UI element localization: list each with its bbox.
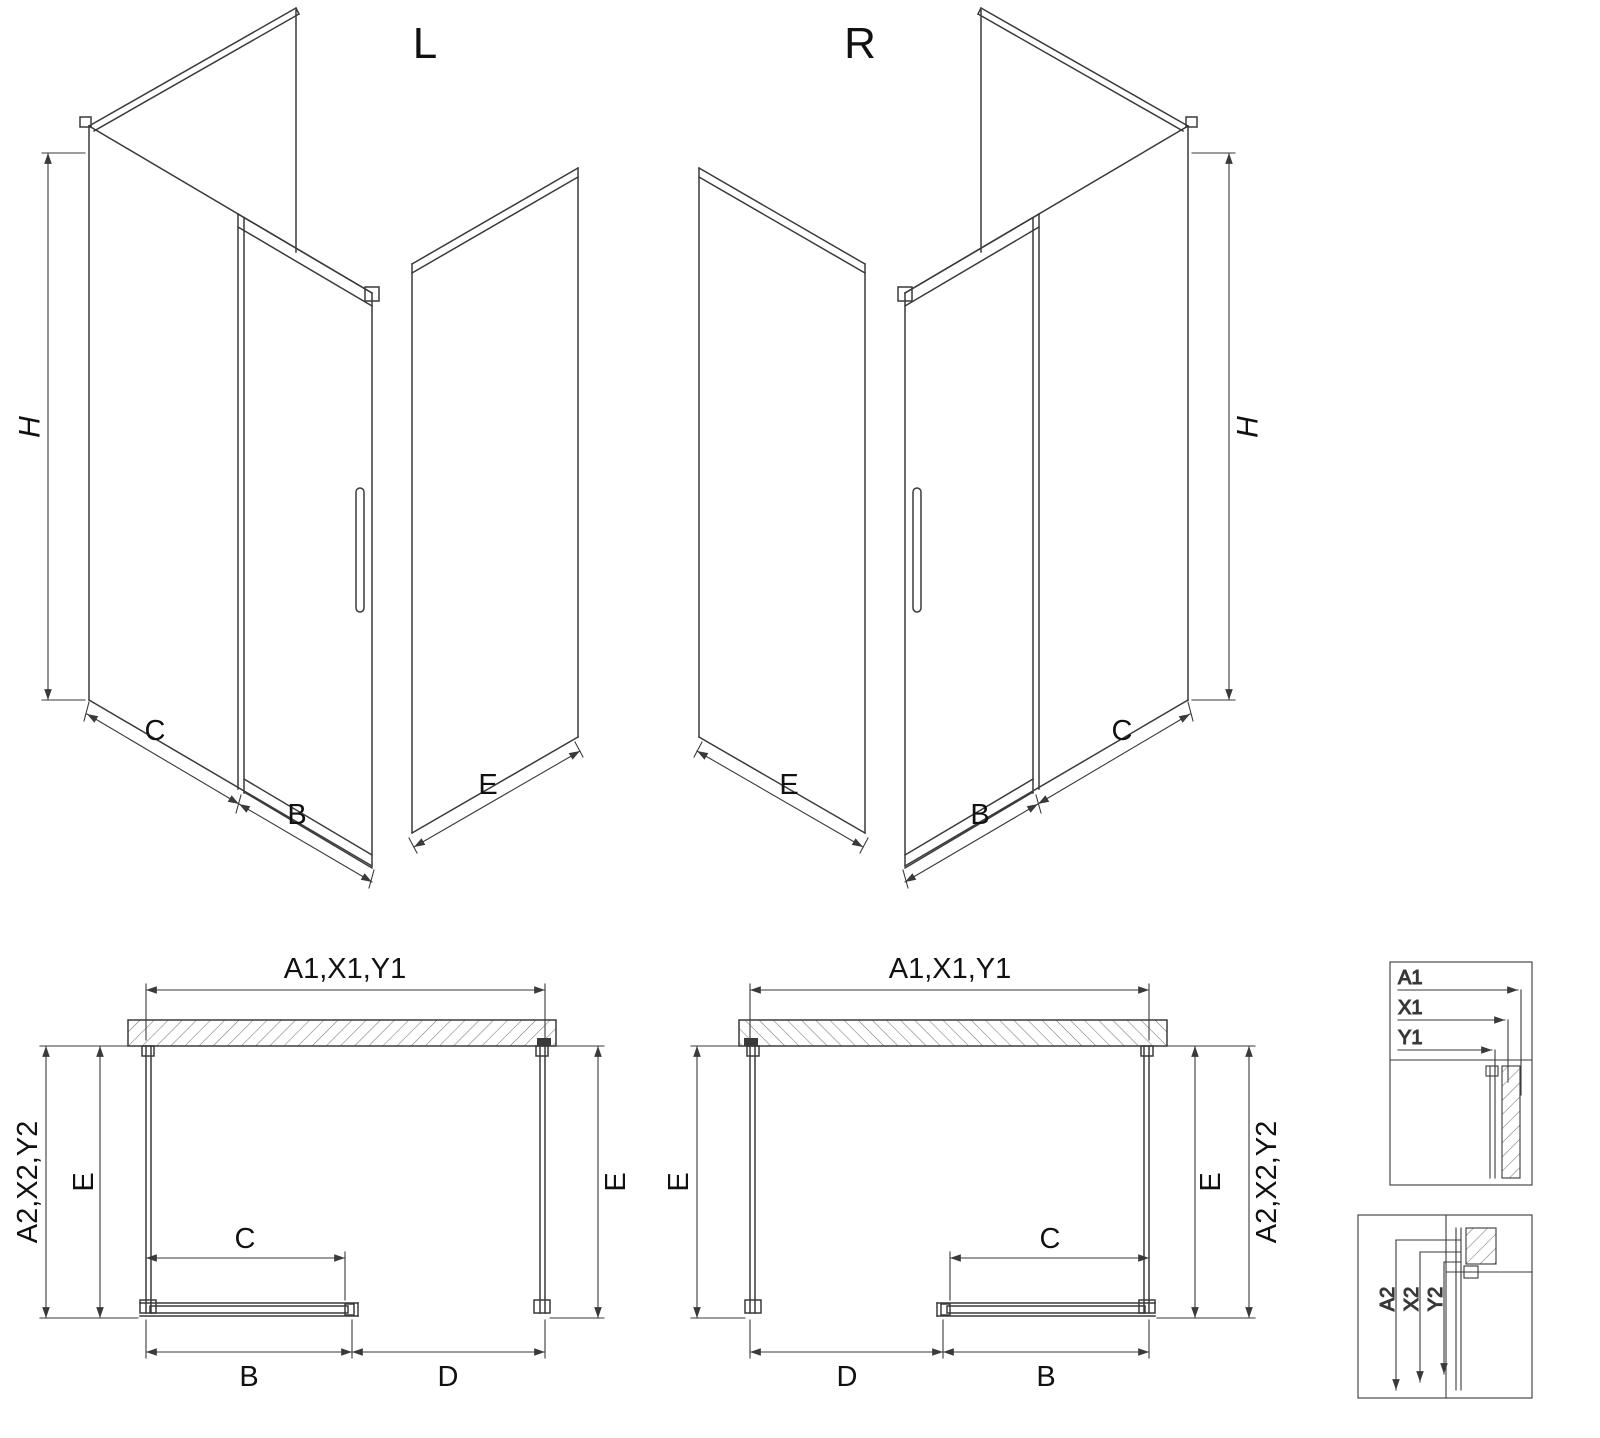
plan-left-dim-c: C [235,1223,256,1255]
view-title-right: R [844,19,876,68]
plan-dimension-lines [39,983,605,1359]
plan-view-left-labels: A1,X1,Y1 A2,X2,Y2 E E C B D [12,953,632,1393]
wall-hatch [127,1019,557,1047]
plan-left-dim-e-left: E [68,1172,100,1191]
detail-view-top: A1 X1 Y1 [1389,961,1533,1186]
dim-label-e-left: E [478,769,497,801]
dim-label-h-right: H [1232,416,1265,438]
dim-label-c-left: C [145,715,166,747]
detail-bottom-wall-hatch [1465,1227,1497,1265]
plan-left-dim-top: A1,X1,Y1 [284,953,407,985]
dim-label-c-right: C [1112,715,1133,747]
plan-left-dim-b: B [239,1361,258,1393]
view-title-left: L [413,19,437,68]
iso-dimension-lines [41,152,584,889]
plan-right-dim-c: C [1040,1223,1061,1255]
dim-label-h-left: H [14,416,47,438]
plan-right-dim-e-right: E [1195,1172,1227,1191]
plan-view-right-lines [691,984,1255,1358]
door-handle [355,487,365,613]
plan-right-dim-e-left: E [663,1172,695,1191]
iso-view-right-lines [694,8,1235,888]
dim-label-b-left: B [287,799,306,831]
detail-dim-x1: X1 [1398,997,1422,1019]
plan-right-dim-d: D [837,1361,858,1393]
plan-right-dim-side: A2,X2,Y2 [1251,1121,1283,1244]
plan-left-dim-e-right: E [600,1172,632,1191]
plan-right-dim-b: B [1036,1361,1055,1393]
detail-dim-a1: A1 [1398,967,1422,989]
plan-view-left-lines [39,983,605,1359]
detail-dim-y1: Y1 [1398,1027,1422,1049]
detail-dim-x2: X2 [1401,1287,1423,1311]
plan-left-dim-d: D [438,1361,459,1393]
iso-view-left-labels: L H C B E [14,19,498,831]
plan-right-dim-top: A1,X1,Y1 [889,953,1012,985]
plan-left-dim-side: A2,X2,Y2 [12,1121,44,1244]
detail-view-bottom: A2 X2 Y2 [1357,1214,1533,1399]
plan-view-right-labels: A1,X1,Y1 A2,X2,Y2 E E C D B [663,953,1283,1393]
detail-dim-y2: Y2 [1425,1287,1447,1311]
dim-label-e-right: E [779,769,798,801]
iso-view-right-labels: R H C B E [779,19,1264,831]
detail-dim-a2: A2 [1377,1287,1399,1311]
detail-top-wall-hatch [1501,1065,1521,1179]
dim-label-b-right: B [970,799,989,831]
iso-view-left-lines [41,6,584,889]
